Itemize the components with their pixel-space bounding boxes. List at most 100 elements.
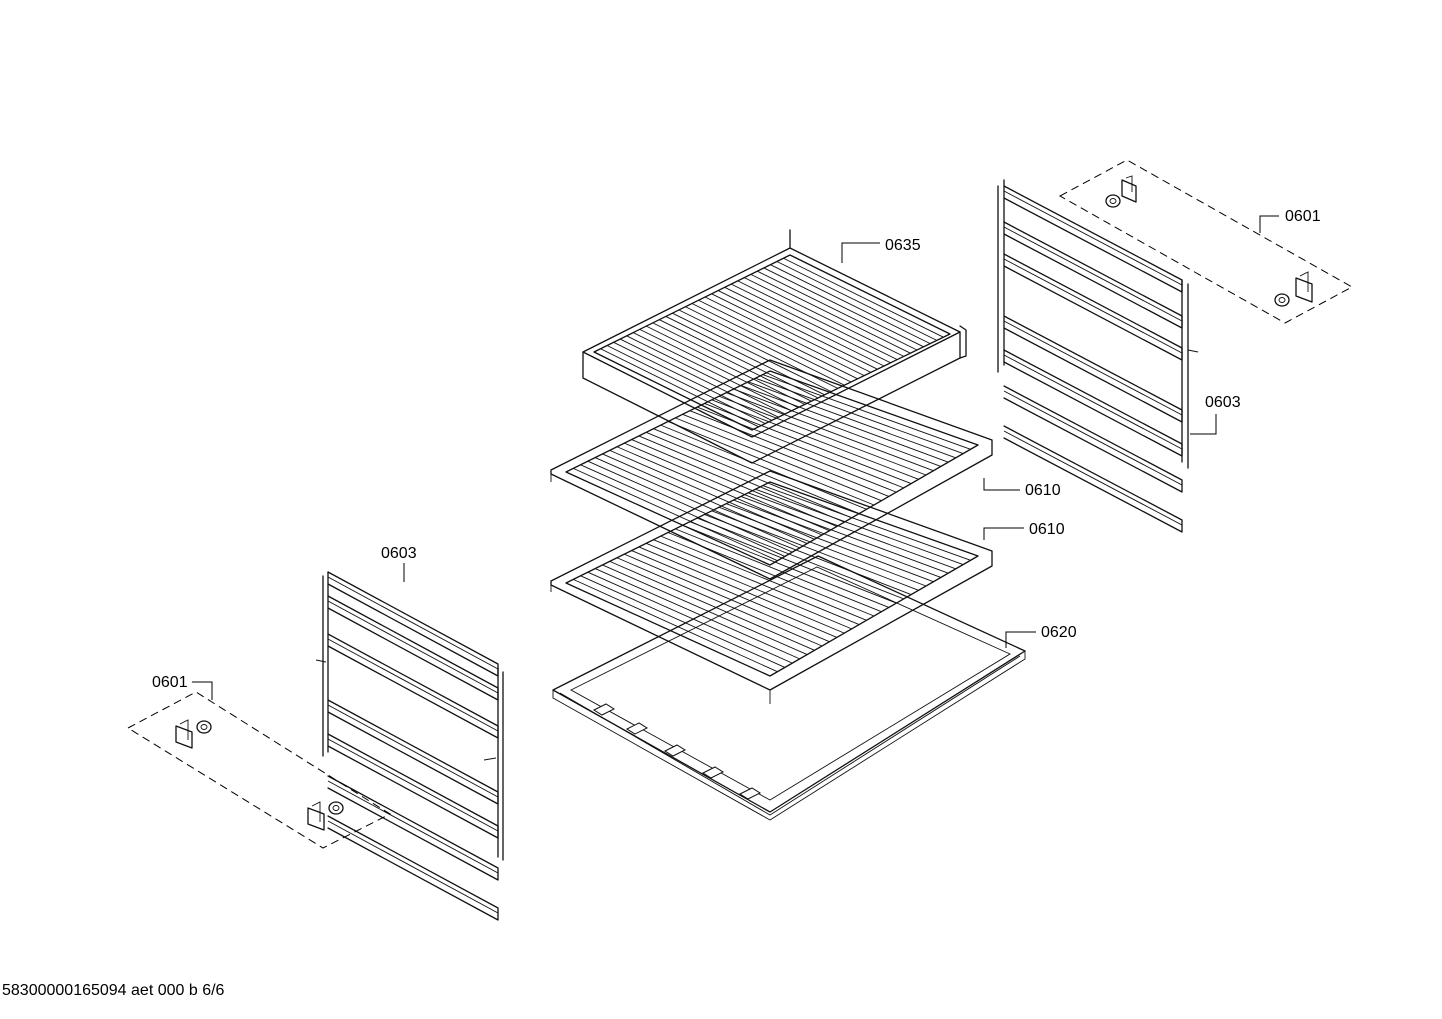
rack-bar	[762, 374, 971, 450]
rack-bar	[631, 439, 838, 527]
rail-rung	[327, 775, 499, 881]
rail-rung-inner	[1003, 258, 1183, 354]
rack-bar	[682, 524, 890, 608]
rack-bar	[587, 571, 793, 664]
rail-rung	[1003, 349, 1183, 457]
rack-bar	[724, 286, 885, 367]
rack-bar	[783, 257, 944, 338]
side-rail-right	[997, 179, 1199, 533]
rail-rung-inner	[327, 704, 499, 798]
rail-rung	[327, 699, 499, 805]
rack-bar	[726, 503, 934, 583]
rack-bar	[737, 280, 898, 361]
rack-bar	[755, 488, 964, 565]
part-label-rail-left: 0603	[381, 545, 417, 562]
rack-bar	[747, 492, 956, 570]
rack-bar	[691, 303, 852, 383]
rack-bar	[665, 316, 825, 396]
wire-rack-middle	[550, 359, 993, 580]
rack-bar	[645, 542, 852, 630]
rail-rung-inner	[1003, 390, 1183, 486]
rack-bar	[711, 293, 871, 373]
rack-bar	[731, 283, 891, 364]
rack-bar	[689, 410, 897, 493]
part-label-tray: 0620	[1041, 624, 1077, 641]
rail-rung-inner	[1003, 190, 1183, 286]
rail-rung	[1003, 385, 1183, 493]
rail-rung-inner	[327, 738, 499, 832]
rack-bar	[757, 270, 918, 351]
rail-rung	[1003, 221, 1183, 329]
fixing-nut-icon	[1105, 194, 1121, 208]
rack-bar	[733, 388, 942, 467]
rack-bar	[675, 528, 882, 613]
rack-bar	[606, 345, 766, 425]
rail-rung-inner	[327, 600, 499, 694]
part-label-rail-right: 0603	[1205, 394, 1241, 411]
rack-bar	[717, 290, 878, 370]
rail-rung	[1003, 185, 1183, 293]
rail-rung-inner	[327, 638, 499, 732]
rack-bar	[685, 306, 845, 386]
rack-bar	[609, 449, 815, 540]
rack-bar	[653, 539, 860, 625]
rail-rung	[327, 633, 499, 739]
rack-bar	[747, 381, 956, 459]
rail-clip-icon	[1121, 175, 1137, 203]
rack-bar	[776, 261, 937, 341]
rack-bar	[645, 431, 852, 519]
rack-bar	[580, 464, 786, 557]
rail-rung	[327, 733, 499, 839]
rail-rung-inner	[1003, 320, 1183, 416]
rack-bar	[770, 264, 931, 345]
rack-bar	[594, 568, 800, 660]
part-label-clips-left: 0601	[152, 674, 188, 691]
rack-bar	[762, 485, 971, 561]
rack-bar	[600, 348, 759, 428]
rack-bar	[613, 341, 772, 421]
rail-rung	[1003, 425, 1183, 533]
rack-bar	[624, 442, 830, 532]
leader-lines	[192, 215, 1279, 700]
rail-rung-inner	[327, 576, 499, 670]
part-label-rack-low: 0610	[1029, 521, 1065, 538]
rack-bar	[660, 535, 867, 621]
rack-bar	[653, 428, 860, 514]
rack-bar	[626, 335, 786, 415]
rack-bar	[616, 557, 823, 647]
rack-bar	[763, 267, 924, 348]
rack-bar	[602, 453, 808, 544]
rail-rung	[1003, 253, 1183, 361]
fixing-nut-icon	[328, 801, 344, 815]
rack-bar	[659, 319, 819, 399]
rack-bar	[587, 460, 793, 553]
rack-bar	[633, 332, 792, 412]
rail-rung	[327, 815, 499, 921]
rack-bar	[718, 395, 927, 476]
rack-bar	[733, 499, 942, 578]
clip-set-right	[1058, 159, 1354, 324]
rack-bar	[616, 446, 823, 536]
rack-bar	[672, 312, 832, 393]
wire-rack-top	[582, 229, 967, 464]
rack-bar	[631, 550, 838, 638]
rack-bar	[696, 517, 904, 600]
drawing-reference-number: 58300000165094 aet 000 b 6/6	[2, 982, 225, 999]
rail-rung	[327, 571, 499, 677]
rack-bar	[744, 277, 904, 357]
rail-rung-inner	[327, 820, 499, 914]
rack-bar	[660, 424, 867, 510]
rack-bar	[704, 514, 912, 595]
clip-set-left	[126, 691, 392, 849]
rack-bar	[750, 273, 911, 354]
rack-bar	[675, 417, 882, 502]
rack-bar	[573, 467, 778, 562]
side-rail-left	[315, 571, 504, 921]
rack-bar	[726, 392, 934, 472]
part-label-rack-top: 0635	[885, 237, 921, 254]
rail-rung-inner	[1003, 430, 1183, 526]
part-labels: 0635 0601 0603 0610 0610 0620 0603 0601	[152, 208, 1321, 691]
rack-bar	[580, 575, 786, 668]
rack-bar	[638, 435, 845, 523]
